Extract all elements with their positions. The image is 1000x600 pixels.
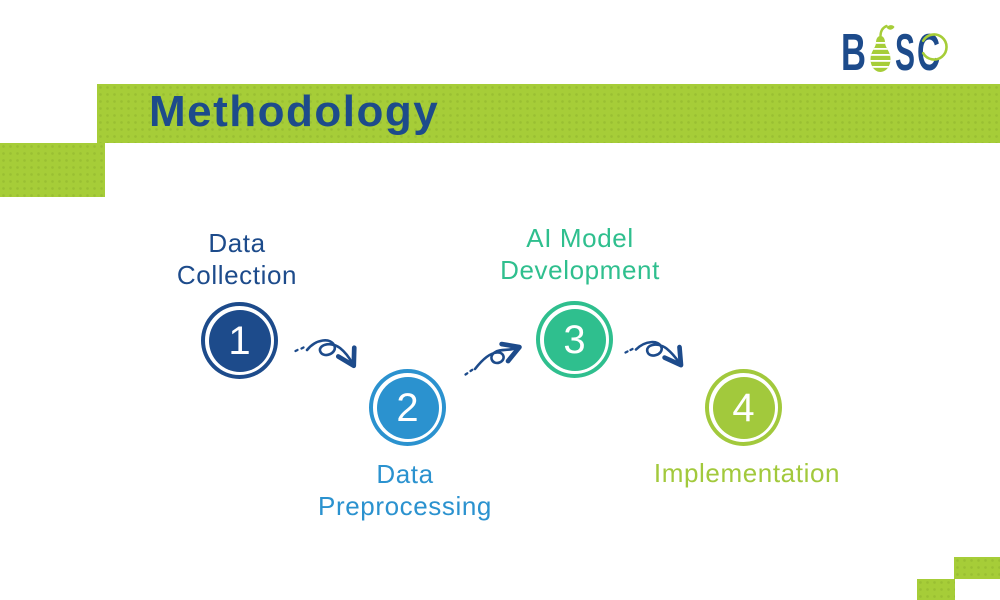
logo-letter-b: B: [841, 24, 866, 82]
step-2-circle: 2: [369, 369, 446, 446]
pear-icon: [870, 24, 895, 72]
title-band: Methodology: [97, 84, 1000, 143]
left-decor-rect: [0, 143, 105, 197]
step-1-label: Data Collection: [176, 228, 298, 290]
curly-arrow-3: [624, 340, 684, 368]
bottom-right-decor-rect-2: [917, 579, 955, 600]
curly-arrow-1: [294, 339, 357, 369]
bosc-logo: B S C: [841, 24, 948, 82]
step-4-circle: 4: [705, 369, 782, 446]
step-3-circle: 3: [536, 301, 613, 378]
bottom-right-decor-rect-1: [954, 557, 1000, 579]
step-3-number: 3: [543, 308, 606, 371]
step-3-label: AI Model Development: [500, 223, 660, 285]
page-title: Methodology: [149, 86, 440, 136]
step-1-circle: 1: [201, 302, 278, 379]
step-1-number: 1: [208, 309, 271, 372]
logo-c-arc: [921, 33, 948, 61]
logo-letter-s: S: [895, 24, 915, 82]
step-4-number: 4: [712, 376, 775, 439]
step-4-label: Implementation: [653, 458, 841, 488]
step-2-number: 2: [376, 376, 439, 439]
step-2-label: Data Preprocessing: [318, 459, 492, 521]
curly-arrow-2: [464, 341, 522, 376]
logo-letter-c: C: [917, 24, 940, 82]
